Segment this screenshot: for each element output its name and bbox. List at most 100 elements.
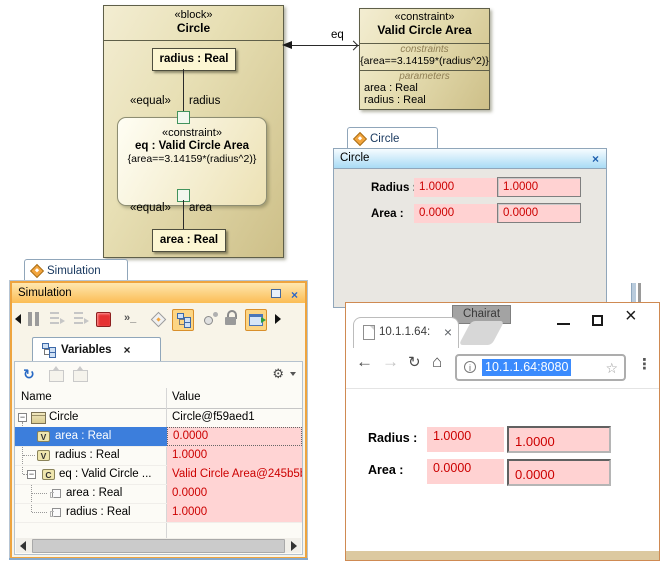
close-icon[interactable]: × (123, 343, 131, 357)
info-icon[interactable]: i (464, 361, 476, 373)
table-header[interactable]: Name Value (15, 388, 302, 409)
reload-icon[interactable]: ↻ (408, 354, 421, 371)
area-input[interactable]: 0.0000 (507, 459, 611, 486)
minimize-icon[interactable] (557, 323, 570, 325)
radius-property-box[interactable]: radius : Real (152, 48, 236, 71)
address-text-selected[interactable]: 10.1.1.64:8080 (482, 359, 572, 376)
toolbar-scroll-right-icon[interactable] (275, 314, 281, 324)
browser-tab[interactable]: 10.1.1.64: × (353, 317, 459, 348)
home-icon[interactable]: ⌂ (432, 352, 443, 371)
row-name[interactable]: radius : Real (55, 449, 120, 461)
row-value[interactable]: 0.0000 (167, 427, 302, 446)
constraints-expression: {area==3.14159*(radius^2)} (360, 55, 489, 67)
row-name[interactable]: area : Real (66, 487, 123, 499)
stop-icon[interactable] (96, 312, 111, 327)
column-name[interactable]: Name (21, 391, 52, 403)
radius-current-value: 1.0000 (427, 427, 504, 452)
row-value[interactable]: 0.0000 (167, 484, 302, 503)
constraint-name: eq : Valid Circle Area (135, 140, 249, 152)
circle-block-header: «block» Circle (104, 6, 283, 41)
close-icon[interactable]: × (625, 305, 637, 327)
tab-circle-panel[interactable]: Circle (347, 127, 438, 149)
eq-connector-line (285, 45, 359, 46)
address-bar[interactable]: i 10.1.1.64:8080 ☆ (455, 354, 626, 381)
row-name[interactable]: radius : Real (66, 506, 131, 518)
tab-simulation-panel[interactable]: Simulation (24, 259, 128, 282)
constraint-property-box[interactable]: «constraint» eq : Valid Circle Area {are… (117, 117, 267, 206)
page-icon (363, 325, 375, 340)
simulation-title: Simulation (18, 287, 72, 299)
area-input[interactable]: 0.0000 (497, 203, 581, 223)
table-row-selected[interactable]: V area : Real 0.0000 (15, 427, 302, 447)
bookmark-star-icon[interactable]: ☆ (605, 360, 618, 376)
eq-connector-label: eq (331, 29, 344, 41)
row-name[interactable]: Circle (49, 411, 79, 423)
area-property-box[interactable]: area : Real (152, 229, 226, 252)
simulation-options-icon[interactable] (150, 311, 167, 328)
gear-dropdown-arrow-icon[interactable] (290, 372, 296, 376)
maximize-icon[interactable] (592, 315, 603, 326)
column-value[interactable]: Value (172, 391, 201, 403)
row-value[interactable]: Circle@f59aed1 (172, 411, 255, 423)
lock-icon[interactable] (225, 310, 237, 326)
radius-input[interactable]: 1.0000 (507, 426, 611, 453)
step-into-icon[interactable] (50, 312, 65, 324)
show-variables-button[interactable] (172, 309, 194, 331)
constraints-compartment: constraints {area==3.14159*(radius^2)} (360, 44, 489, 71)
radius-input[interactable]: 1.0000 (497, 177, 581, 197)
step-over-icon[interactable] (74, 312, 89, 324)
collapse-icon[interactable]: − (18, 412, 27, 422)
gear-icon[interactable]: ⚙ (272, 366, 284, 381)
simulation-titlebar[interactable]: Simulation × (12, 283, 305, 303)
table-row[interactable]: radius : Real 1.0000 (15, 503, 302, 523)
row-name[interactable]: area : Real (55, 430, 112, 442)
table-row[interactable]: − Circle Circle@f59aed1 (15, 408, 302, 428)
row-value[interactable]: Valid Circle Area@245b5bc (167, 465, 302, 484)
circle-panel: Circle × Radius : 1.0000 1.0000 Area : 0… (333, 148, 607, 308)
forward-icon[interactable]: → (382, 352, 399, 371)
parameter-port-radius[interactable] (177, 111, 190, 124)
toolbar-scroll-left-icon[interactable] (15, 314, 21, 324)
breakpoints-icon[interactable] (204, 312, 218, 325)
scroll-right-icon[interactable] (291, 541, 297, 551)
tab-variables[interactable]: Variables × (32, 337, 161, 362)
simulation-tab-label: Simulation (47, 265, 101, 277)
simulation-diamond-icon (29, 263, 45, 279)
tree-line (23, 474, 27, 475)
back-icon[interactable]: ← (356, 352, 373, 371)
parameter-icon (50, 508, 61, 517)
circle-panel-titlebar[interactable]: Circle × (334, 149, 606, 169)
close-icon[interactable]: × (591, 152, 599, 166)
browser-menu-icon[interactable]: ⋮ (637, 356, 652, 373)
equal-stereotype-top: «equal» (130, 95, 171, 107)
close-tab-icon[interactable]: × (443, 324, 452, 340)
open-ui-window-button[interactable] (245, 309, 267, 331)
restore-window-icon[interactable] (271, 289, 281, 298)
refresh-icon[interactable]: ↻ (23, 366, 35, 382)
table-row[interactable]: − C eq : Valid Circle ... Valid Circle A… (15, 465, 302, 485)
horizontal-scrollbar[interactable] (16, 538, 301, 553)
table-row[interactable]: V radius : Real 1.0000 (15, 446, 302, 466)
new-tab-button[interactable] (458, 321, 505, 345)
variables-pane: ↻ ⚙ Name Value − Circle Circle (14, 361, 303, 555)
window-bottom-edge (346, 551, 659, 560)
scroll-left-icon[interactable] (20, 541, 26, 551)
row-name[interactable]: eq : Valid Circle ... (59, 468, 152, 480)
eq-connector-arrowhead (282, 41, 292, 49)
parameters-compartment: parameters area : Real radius : Real (360, 71, 489, 106)
row-value[interactable]: 1.0000 (167, 446, 302, 465)
row-value[interactable]: 1.0000 (167, 503, 302, 522)
pause-icon[interactable] (28, 312, 32, 326)
column-divider[interactable] (166, 388, 167, 538)
circle-panel-title: Circle (340, 152, 370, 164)
collapse-icon[interactable]: − (27, 469, 36, 479)
area-current-value: 0.0000 (427, 459, 504, 484)
close-icon[interactable]: × (290, 288, 298, 302)
parameter-area: area : Real (364, 82, 418, 94)
table-row[interactable]: area : Real 0.0000 (15, 484, 302, 504)
valid-circle-area-block[interactable]: «constraint» Valid Circle Area constrain… (359, 8, 490, 110)
scrollbar-thumb[interactable] (32, 539, 285, 553)
background-window-edge (638, 283, 641, 303)
console-icon[interactable]: »_ (124, 312, 137, 324)
value-property-icon: V (37, 431, 50, 442)
